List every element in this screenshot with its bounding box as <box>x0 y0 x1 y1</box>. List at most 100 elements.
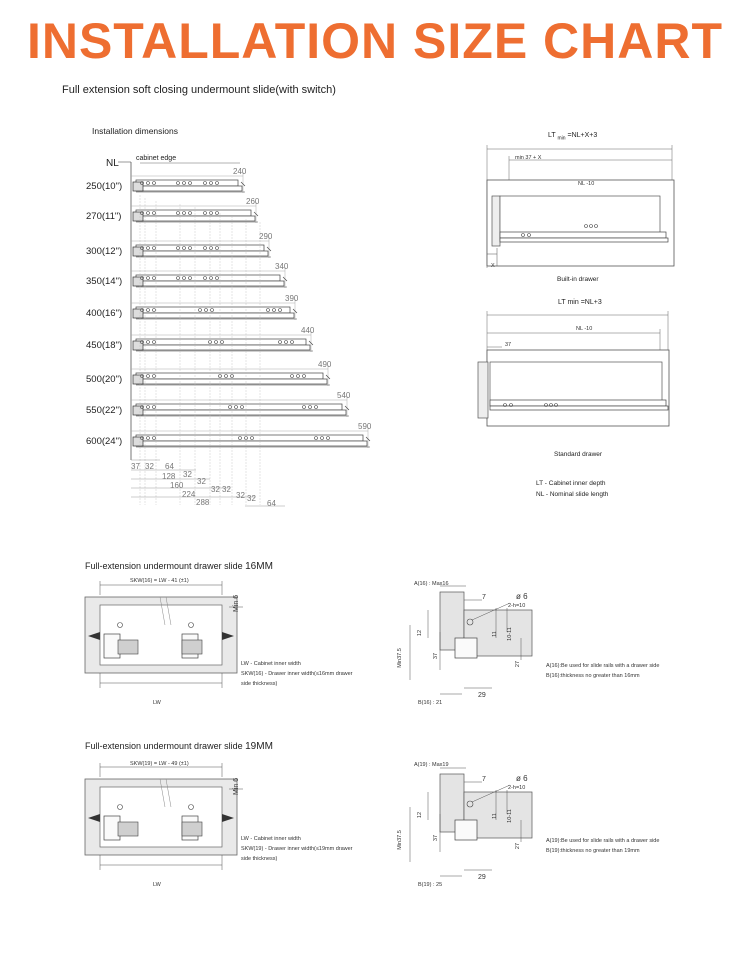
sec16-slide <box>454 637 478 659</box>
hole-far-8-0 <box>314 436 318 440</box>
hole-1-2 <box>152 211 156 215</box>
hole-mid-8-2 <box>250 436 254 440</box>
hole-8-0 <box>140 436 144 440</box>
hole-mid-4-0 <box>198 308 202 312</box>
sec19-legend-skw2: side thickness) <box>241 856 278 862</box>
dim-32g: 32 <box>247 494 256 503</box>
builtin-hole-1 <box>589 224 593 228</box>
slide-rail-6 <box>135 378 328 385</box>
hole-2-2 <box>152 246 156 250</box>
hole-far-4-1 <box>272 308 276 312</box>
builtin-hole2-1 <box>527 233 531 237</box>
sec19-break-1 <box>159 778 166 808</box>
sec16-d12: 12 <box>417 629 424 637</box>
hole-mid-2-1 <box>182 246 186 250</box>
sec16-title: Full-extension undermount drawer slide 1… <box>85 561 273 572</box>
slide-hook-4 <box>292 308 298 314</box>
hole-mid-0-0 <box>176 181 180 185</box>
hole-2-1 <box>146 246 150 250</box>
sec16-d7: 7 <box>482 594 486 601</box>
standard-hole-1 <box>549 403 553 407</box>
hole-mid-5-2 <box>220 340 224 344</box>
sec16-b-label: B(16) : 21 <box>418 700 443 706</box>
slide-bracket-4 <box>132 308 144 319</box>
builtin-rail <box>499 237 669 243</box>
hole-far-4-0 <box>266 308 270 312</box>
sec16-hole <box>466 618 474 626</box>
size-label-1: 270(11") <box>86 211 122 222</box>
hole-3-2 <box>152 276 156 280</box>
dim-32e: 32 <box>222 485 231 494</box>
hole-mid-6-1 <box>224 374 228 378</box>
sec19-b-label: B(19) : 25 <box>418 882 443 888</box>
standard-box <box>489 361 663 407</box>
sec19-d1011: 10-11 <box>506 809 513 823</box>
hole-6-0 <box>140 374 144 378</box>
standard-slide <box>489 399 667 407</box>
slide-top-8 <box>135 434 364 442</box>
slide-top-5 <box>135 338 307 346</box>
dim-32f: 32 <box>236 491 245 500</box>
sec16-screw-l <box>117 622 123 628</box>
sec19-clip-l <box>117 821 139 837</box>
size-label-8: 600(24") <box>86 436 123 447</box>
hole-2-0 <box>140 246 144 250</box>
size-label-4: 400(16") <box>86 308 123 319</box>
hole-7-0 <box>140 405 144 409</box>
sec19-screw-l <box>117 804 123 810</box>
hole-far-0-1 <box>209 181 213 185</box>
hole-mid-0-2 <box>188 181 192 185</box>
sec19-dia-leader <box>471 784 511 803</box>
slide-rail-0 <box>135 185 243 192</box>
slide-bracket-3 <box>132 276 144 287</box>
sec16-lw: LW <box>153 700 161 706</box>
hole-5-1 <box>146 340 150 344</box>
sec16-d29: 29 <box>478 692 486 699</box>
builtin-slide <box>499 231 667 239</box>
dim-32d: 32 <box>211 485 220 494</box>
sec16-screw-r <box>188 622 194 628</box>
hole-mid-5-1 <box>214 340 218 344</box>
sec19-legend-lw: LW - Cabinet inner width <box>241 836 301 842</box>
standard-formula: LT min =NL+3 <box>558 299 602 306</box>
installation-title: Installation dimensions <box>92 126 178 136</box>
sec19-min6: Min 6 <box>233 777 240 795</box>
dim-160: 160 <box>170 481 184 490</box>
builtin-hole2-0 <box>521 233 525 237</box>
sec19-a-label: A(19) : Max19 <box>414 762 449 768</box>
sec16-note-b: B(16):thickness no greater than 16mm <box>546 673 640 679</box>
slide-top-3 <box>135 274 281 282</box>
dim-128: 128 <box>162 472 176 481</box>
slide-bracket-6 <box>132 374 144 385</box>
hole-mid-2-0 <box>176 246 180 250</box>
sec16-break-2 <box>165 596 172 626</box>
slide-bracket-2 <box>132 246 144 257</box>
hole-mid-7-0 <box>228 405 232 409</box>
sec19-d27: 27 <box>515 842 522 850</box>
slide-length-7: 540 <box>337 391 351 400</box>
hole-4-0 <box>140 308 144 312</box>
builtin-hole-0 <box>584 224 588 228</box>
sec19-hole <box>466 800 474 808</box>
dim-288: 288 <box>196 498 210 507</box>
dim-64b: 64 <box>267 499 276 508</box>
slide-length-2: 290 <box>259 232 273 241</box>
hole-far-4-2 <box>278 308 282 312</box>
standard-37-label: 37 <box>505 342 512 348</box>
builtin-x-label: X <box>491 263 495 269</box>
dim-32c: 32 <box>197 477 206 486</box>
slide-hook-6 <box>325 374 331 380</box>
dim-32a: 32 <box>145 462 154 471</box>
slide-top-4 <box>135 306 291 314</box>
sec16-dia: ø 6 <box>516 592 528 601</box>
hole-far-6-0 <box>290 374 294 378</box>
hole-mid-1-1 <box>182 211 186 215</box>
slide-length-0: 240 <box>233 167 247 176</box>
slide-hook-7 <box>344 405 350 411</box>
standard-hole2-1 <box>509 403 513 407</box>
hole-mid-1-0 <box>176 211 180 215</box>
slide-rail-8 <box>135 440 368 447</box>
sec16-d11: 11 <box>491 631 498 637</box>
slide-hook-0 <box>240 181 246 187</box>
size-label-7: 550(22") <box>86 405 123 416</box>
